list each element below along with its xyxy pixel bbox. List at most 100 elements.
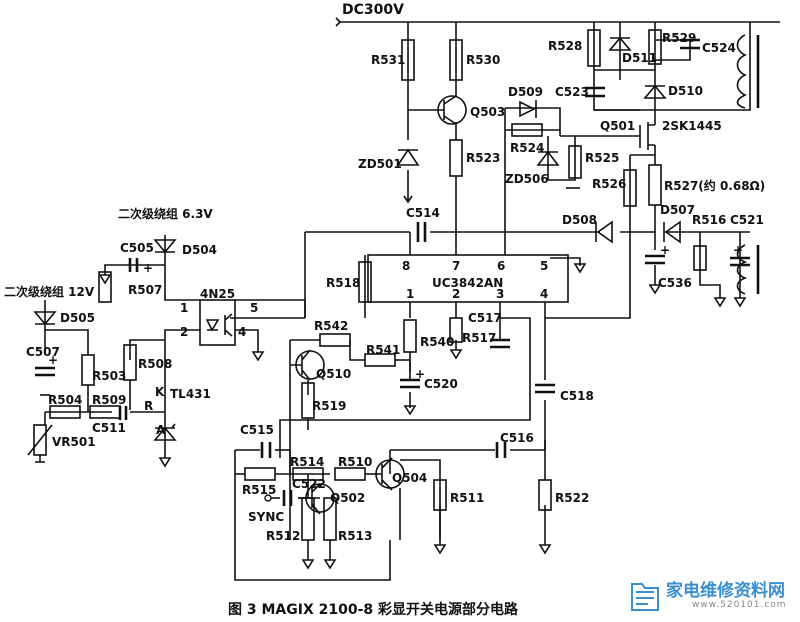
transistor-q504	[375, 457, 405, 491]
resistor-r503	[81, 354, 95, 386]
label-r508: R508	[138, 357, 172, 371]
capacitor-c536	[645, 254, 665, 265]
label-c524: C524	[702, 41, 736, 55]
label-c511: C511	[92, 421, 126, 435]
pin-labels: 8 7 6 5 1 2 3 4 1 2 4 5 K R A + + + + +	[48, 243, 743, 437]
label-d509: D509	[508, 85, 543, 99]
label-r503: R503	[92, 369, 126, 383]
capacitor-c518	[535, 383, 555, 394]
zener-zd506	[536, 150, 560, 166]
resistor-r510	[334, 467, 366, 481]
label-4n25: 4N25	[200, 287, 235, 301]
label-sync: SYNC	[248, 510, 284, 524]
resistor-r515	[244, 467, 276, 481]
label-r528: R528	[548, 39, 582, 53]
polarity-c536: +	[660, 243, 670, 257]
potentiometer-vr501	[33, 424, 47, 456]
capacitor-c523	[585, 86, 605, 98]
label-r527: R527(约 0.68Ω)	[664, 178, 765, 193]
label-q502: Q502	[330, 491, 365, 505]
label-c516: C516	[500, 431, 534, 445]
transformer-secondary-winding	[736, 244, 760, 295]
pin-ic-5: 5	[540, 259, 548, 273]
resistor-r516	[693, 245, 707, 271]
watermark-title: 家电维修资料网	[666, 581, 785, 601]
diode-d504	[153, 239, 177, 254]
label-r507: R507	[128, 283, 162, 297]
capacitor-c514	[416, 222, 427, 242]
transformer-primary-winding	[736, 34, 760, 109]
zener-zd501	[396, 148, 420, 166]
resistor-r531	[401, 39, 415, 81]
label-c515: C515	[240, 423, 274, 437]
pin-ic-7: 7	[452, 259, 460, 273]
label-r509: R509	[92, 393, 126, 407]
label-r526: R526	[592, 177, 626, 191]
label-c505: C505	[120, 241, 154, 255]
label-q501-part: 2SK1445	[662, 119, 722, 133]
label-r514: R514	[290, 455, 324, 469]
resistor-r542	[319, 333, 351, 347]
pin-ic-8: 8	[402, 259, 410, 273]
label-q504: Q504	[392, 471, 427, 485]
diode-d509	[519, 100, 537, 118]
polarity-c521: +	[733, 243, 743, 257]
label-r525: R525	[585, 151, 619, 165]
label-zd501: ZD501	[358, 157, 402, 171]
folder-logo-icon	[631, 583, 659, 611]
label-zd506: ZD506	[505, 172, 549, 186]
transistor-q510	[290, 349, 325, 381]
label-r515: R515	[242, 483, 276, 497]
pin-opto-4: 4	[238, 325, 246, 339]
label-r530: R530	[466, 53, 500, 67]
label-d507: D507	[660, 203, 695, 217]
resistor-r513	[323, 497, 337, 541]
diode-d505	[33, 311, 57, 326]
label-tl431: TL431	[170, 387, 211, 401]
pin-opto-5: 5	[250, 301, 258, 315]
mosfet-q501	[639, 122, 655, 150]
resistor-r540	[403, 319, 417, 353]
resistor-r511	[433, 479, 447, 511]
label-r516: R516	[692, 213, 726, 227]
ic-uc3842an-body	[367, 254, 569, 303]
label-r512: R512	[266, 529, 300, 543]
resistor-r527	[648, 164, 662, 206]
label-r524: R524	[510, 141, 544, 155]
label-c523: C523	[555, 85, 589, 99]
polarity-c507: +	[48, 353, 58, 367]
label-c536: C536	[658, 276, 692, 290]
label-d510: D510	[668, 84, 703, 98]
resistor-r523	[449, 139, 463, 177]
label-q510: Q510	[316, 367, 351, 381]
pin-tl431-k: K	[155, 385, 165, 399]
label-c514: C514	[406, 206, 440, 220]
resistor-r526	[623, 169, 637, 207]
resistor-r529	[648, 29, 662, 65]
capacitor-c505	[128, 258, 139, 272]
label-vr501: VR501	[52, 435, 96, 449]
label-r540: R540	[420, 335, 454, 349]
resistor-r525	[568, 145, 582, 179]
optocoupler-transistor	[224, 313, 233, 337]
resistor-r524	[511, 123, 543, 137]
resistor-r508	[123, 344, 137, 381]
pin-opto-1: 1	[180, 301, 188, 315]
pin-opto-2: 2	[180, 325, 188, 339]
pin-ic-3: 3	[496, 287, 504, 301]
resistor-r528	[587, 29, 601, 67]
label-d508: D508	[562, 213, 597, 227]
transistor-q502	[298, 483, 335, 515]
diode-d508	[595, 220, 613, 244]
label-c521: C521	[730, 213, 764, 227]
capacitor-c522	[282, 490, 293, 506]
label-c518: C518	[560, 389, 594, 403]
resistor-r522	[538, 479, 552, 511]
capacitor-c517	[490, 338, 510, 349]
label-d504: D504	[182, 243, 217, 257]
polarity-c505: +	[143, 261, 153, 275]
diode-d510	[643, 84, 667, 99]
label-r513: R513	[338, 529, 372, 543]
pin-tl431-r: R	[144, 399, 153, 413]
